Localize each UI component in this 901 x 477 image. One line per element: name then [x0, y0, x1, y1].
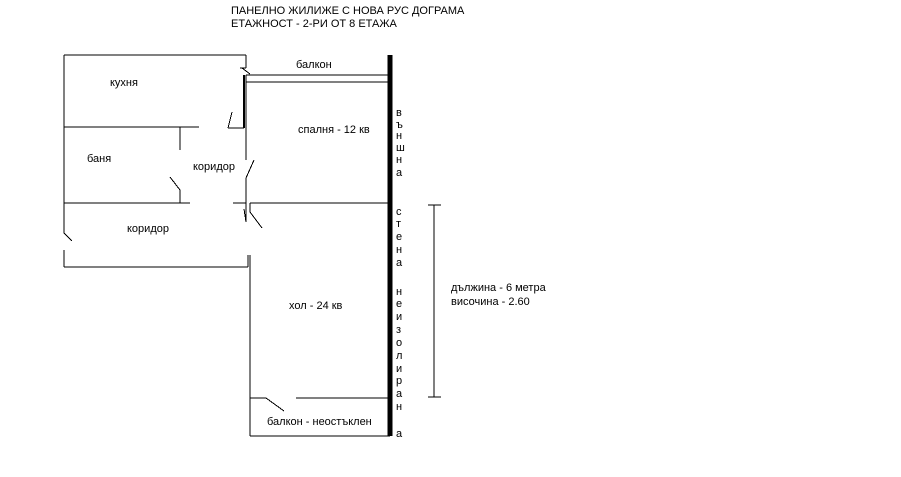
kitchen-door	[227, 111, 233, 129]
length-annotation: дължина - 6 метра	[451, 282, 547, 294]
outer-wall-letter: з	[396, 324, 401, 336]
outer-wall-letter: с	[396, 206, 402, 218]
outer-wall-letter: н	[396, 401, 402, 413]
bathroom-label: баня	[87, 153, 111, 165]
outer-wall-letter: и	[396, 311, 402, 323]
outer-wall-letter: е	[396, 298, 402, 310]
outer-wall-letter: ъ	[396, 119, 403, 131]
corridor-door	[243, 208, 247, 223]
outer-wall-letter: е	[396, 231, 402, 243]
building-description: ПАНЕЛНО ЖИЛИЖЕ С НОВА РУС ДОГРАМА	[231, 5, 465, 17]
top-balcony-label: балкон	[296, 59, 332, 71]
bedroom-label: спалня - 12 кв	[298, 124, 370, 136]
outer-wall-letter: в	[396, 107, 402, 119]
outer-wall-letter: р	[396, 375, 402, 387]
doors	[63, 67, 285, 412]
height-annotation: височина - 2.60	[451, 296, 530, 308]
bottom-balcony-label: балкон - неостъклен	[267, 416, 372, 428]
outer-wall-letter: и	[396, 363, 402, 375]
outer-wall-letter: н	[396, 154, 402, 166]
bottom-balcony-door	[265, 397, 285, 412]
walls	[63, 54, 393, 437]
outer-wall-letter: а	[396, 428, 403, 440]
entrance-door	[63, 232, 73, 242]
balcony-door	[241, 67, 251, 75]
main-corridor-label: коридор	[127, 223, 169, 235]
outer-wall-letter: а	[396, 257, 403, 269]
floor-description: ЕТАЖНОСТ - 2-РИ ОТ 8 ЕТАЖА	[231, 18, 398, 30]
bedroom-door	[245, 159, 255, 179]
outer-wall-letter: н	[396, 130, 402, 142]
outer-wall-letter: а	[396, 167, 403, 179]
outer-wall-letter: ш	[396, 142, 405, 154]
outer-wall-letter: т	[396, 218, 401, 230]
small-corridor-label: коридор	[193, 161, 235, 173]
outer-wall-letter: а	[396, 388, 403, 400]
kitchen-label: кухня	[110, 77, 138, 89]
outer-wall-letter: л	[396, 350, 402, 362]
outer-wall-letter: н	[396, 286, 402, 298]
outer-wall-letter: н	[396, 244, 402, 256]
living-room-label: хол - 24 кв	[289, 300, 343, 312]
outer-wall-letter: о	[396, 337, 402, 349]
dimension-marker	[428, 204, 441, 398]
living-room-door	[249, 211, 263, 229]
bathroom-door	[169, 176, 181, 191]
